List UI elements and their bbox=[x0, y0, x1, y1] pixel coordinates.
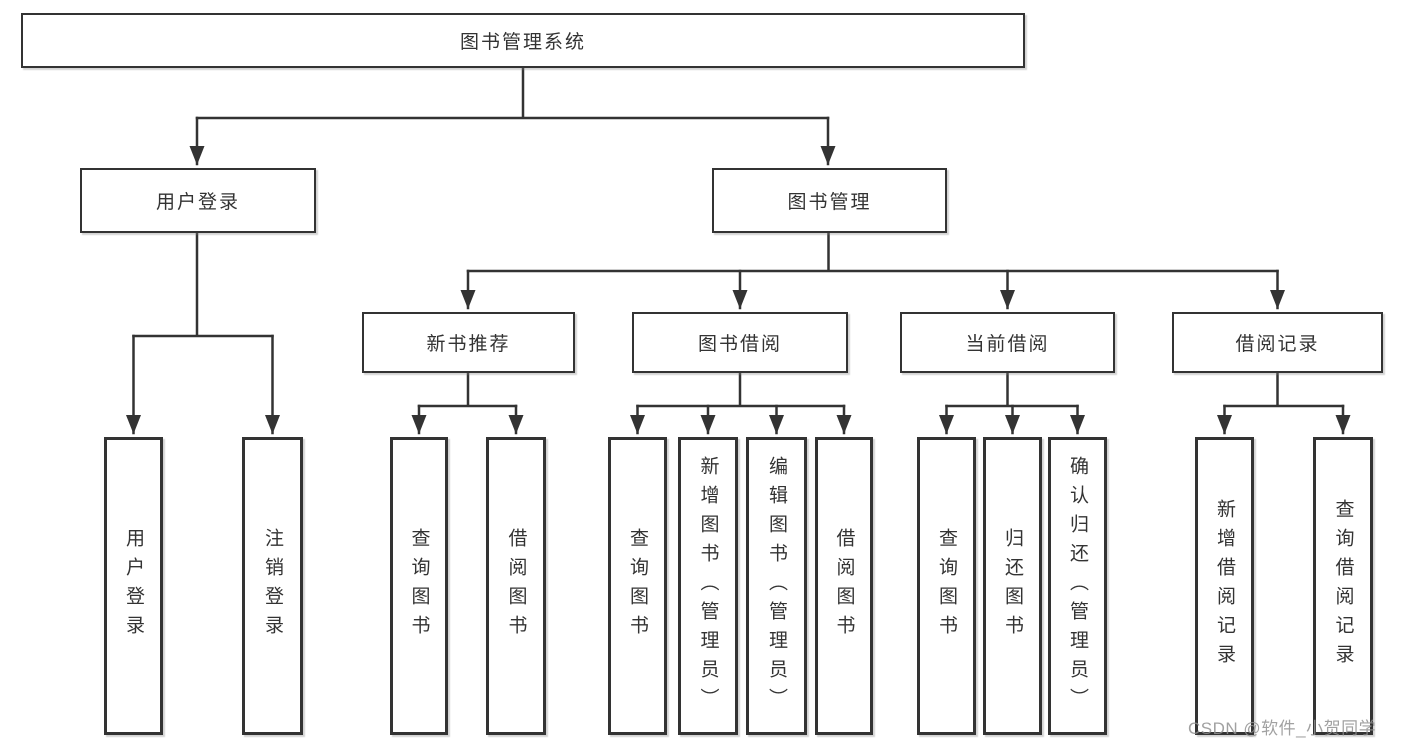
node-label: 查询图书 bbox=[627, 528, 648, 644]
node-label: 新增图书（管理员） bbox=[697, 455, 719, 717]
node-label: 确认归还（管理员） bbox=[1067, 455, 1088, 717]
node-label: 查询借阅记录 bbox=[1332, 499, 1354, 673]
node-user-login-branch: 用户登录 bbox=[80, 168, 316, 233]
node-label: 查询图书 bbox=[936, 528, 957, 644]
leaf-add-books-admin: 新增图书（管理员） bbox=[678, 437, 738, 735]
node-root-library-system: 图书管理系统 bbox=[21, 13, 1025, 68]
leaf-query-borrow-record: 查询借阅记录 bbox=[1313, 437, 1373, 735]
leaf-query-books-1: 查询图书 bbox=[390, 437, 448, 735]
leaf-borrow-books-2: 借阅图书 bbox=[815, 437, 873, 735]
leaf-logout: 注销登录 bbox=[242, 437, 303, 735]
leaf-borrow-books-1: 借阅图书 bbox=[486, 437, 546, 735]
node-label: 查询图书 bbox=[408, 528, 430, 644]
node-book-management-branch: 图书管理 bbox=[712, 168, 947, 233]
leaf-confirm-return-admin: 确认归还（管理员） bbox=[1048, 437, 1107, 735]
node-book-borrowing: 图书借阅 bbox=[632, 312, 848, 373]
leaf-query-books-2: 查询图书 bbox=[608, 437, 667, 735]
node-borrowing-records: 借阅记录 bbox=[1172, 312, 1383, 373]
node-label: 注销登录 bbox=[262, 528, 283, 644]
leaf-edit-books-admin: 编辑图书（管理员） bbox=[746, 437, 807, 735]
node-label: 编辑图书（管理员） bbox=[766, 455, 787, 717]
leaf-add-borrow-record: 新增借阅记录 bbox=[1195, 437, 1254, 735]
node-label: 当前借阅 bbox=[965, 334, 1050, 355]
node-label: 归还图书 bbox=[1002, 528, 1023, 644]
node-label: 借阅图书 bbox=[833, 528, 855, 644]
node-label: 图书管理系统 bbox=[459, 32, 586, 53]
node-label: 新增借阅记录 bbox=[1214, 499, 1235, 673]
leaf-query-books-3: 查询图书 bbox=[917, 437, 976, 735]
node-label: 用户登录 bbox=[155, 192, 240, 213]
node-label: 新书推荐 bbox=[426, 334, 511, 355]
leaf-return-books: 归还图书 bbox=[983, 437, 1042, 735]
node-label: 图书管理 bbox=[787, 192, 872, 213]
node-current-borrowing: 当前借阅 bbox=[900, 312, 1115, 373]
leaf-user-login: 用户登录 bbox=[104, 437, 163, 735]
csdn-watermark: CSDN @软件_小贺同学 bbox=[1188, 719, 1377, 738]
node-label: 借阅记录 bbox=[1235, 334, 1320, 355]
node-label: 图书借阅 bbox=[697, 334, 782, 355]
node-label: 借阅图书 bbox=[505, 528, 527, 644]
node-label: 用户登录 bbox=[123, 528, 144, 644]
node-new-book-recommend: 新书推荐 bbox=[362, 312, 575, 373]
